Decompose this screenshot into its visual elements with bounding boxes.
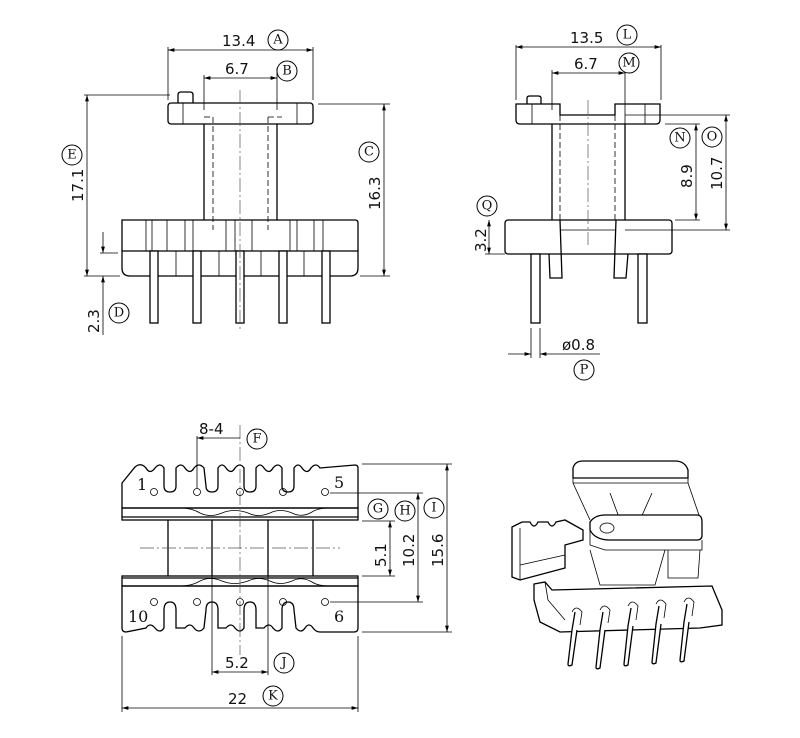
pin-label-6: 6 [334,607,344,626]
dim-j-value: 5.2 [225,654,249,672]
tag-i-letter: I [431,501,436,516]
tag-n [669,127,691,149]
tag-i [423,497,445,519]
tag-f-letter: F [252,432,261,447]
tag-a-letter: A [272,33,283,48]
dim-e-value: 17.1 [69,169,87,202]
tag-l [616,24,638,46]
tag-c-letter: C [364,145,374,160]
tag-n-letter: N [674,131,685,146]
tag-b [276,60,298,82]
tag-o [701,126,723,148]
tag-k-letter: K [268,689,278,704]
dim-m-value: 6.7 [574,55,598,73]
tag-p-letter: P [580,363,589,378]
tag-c [358,141,380,163]
dim-k-value: 22 [228,690,247,708]
dim-p-value: ø0.8 [562,336,595,354]
pin-label-1: 1 [137,475,147,494]
tag-h [394,500,416,522]
tag-j-letter: J [279,656,286,671]
tag-o-letter: O [707,130,718,145]
tag-e-letter: E [67,148,77,163]
side-base [504,219,673,255]
dim-g-value: 5.1 [372,543,390,567]
dim-h-value: 10.2 [400,534,418,567]
bottom-view: 1 5 10 6 8-4 F 5.1 G 10.2 H 15.6 I 5 [121,420,452,712]
tag-f [246,428,268,450]
dim-q-value: 3.2 [472,228,490,252]
tag-b-letter: B [282,64,292,79]
iso-pins [567,597,695,670]
tag-q-letter: Q [482,199,493,214]
tag-q [476,195,498,217]
dim-f-value: 8-4 [199,420,224,438]
tag-m [618,52,640,74]
side-view: 13.5 L 6.7 M 8.9 N 10.7 O 3.2 Q ø0. [472,24,730,381]
tag-k [262,685,284,707]
tag-p [573,359,595,381]
tag-e [61,144,83,166]
base-block [121,219,359,277]
dim-d-value: 2.3 [85,309,103,333]
tag-m-letter: M [622,56,635,71]
tag-d-letter: D [114,306,124,321]
tag-d [108,302,130,324]
tag-j [273,652,295,674]
dim-o-value: 10.7 [708,157,726,190]
front-view: 13.4 A 6.7 B 16.3 C 17.1 E 2.3 D [61,29,390,335]
dim-i-value: 15.6 [429,534,447,567]
dim-n-value: 8.9 [678,164,696,188]
tag-a [267,29,289,51]
pin-label-10: 10 [128,607,148,626]
tag-g [367,498,389,520]
pin-label-5: 5 [334,473,344,492]
tag-h-letter: H [399,504,410,519]
tag-l-letter: L [623,28,632,43]
tag-g-letter: G [373,502,383,517]
top-flange [167,102,314,125]
dim-l-value: 13.5 [570,29,603,47]
upper-pin-row [121,464,359,509]
isometric-view [511,460,723,670]
locator-bump [177,91,194,103]
dim-b-value: 6.7 [225,60,249,78]
dim-a-value: 13.4 [222,32,255,50]
pin-holes [150,488,329,606]
dim-c-value: 16.3 [366,177,384,210]
